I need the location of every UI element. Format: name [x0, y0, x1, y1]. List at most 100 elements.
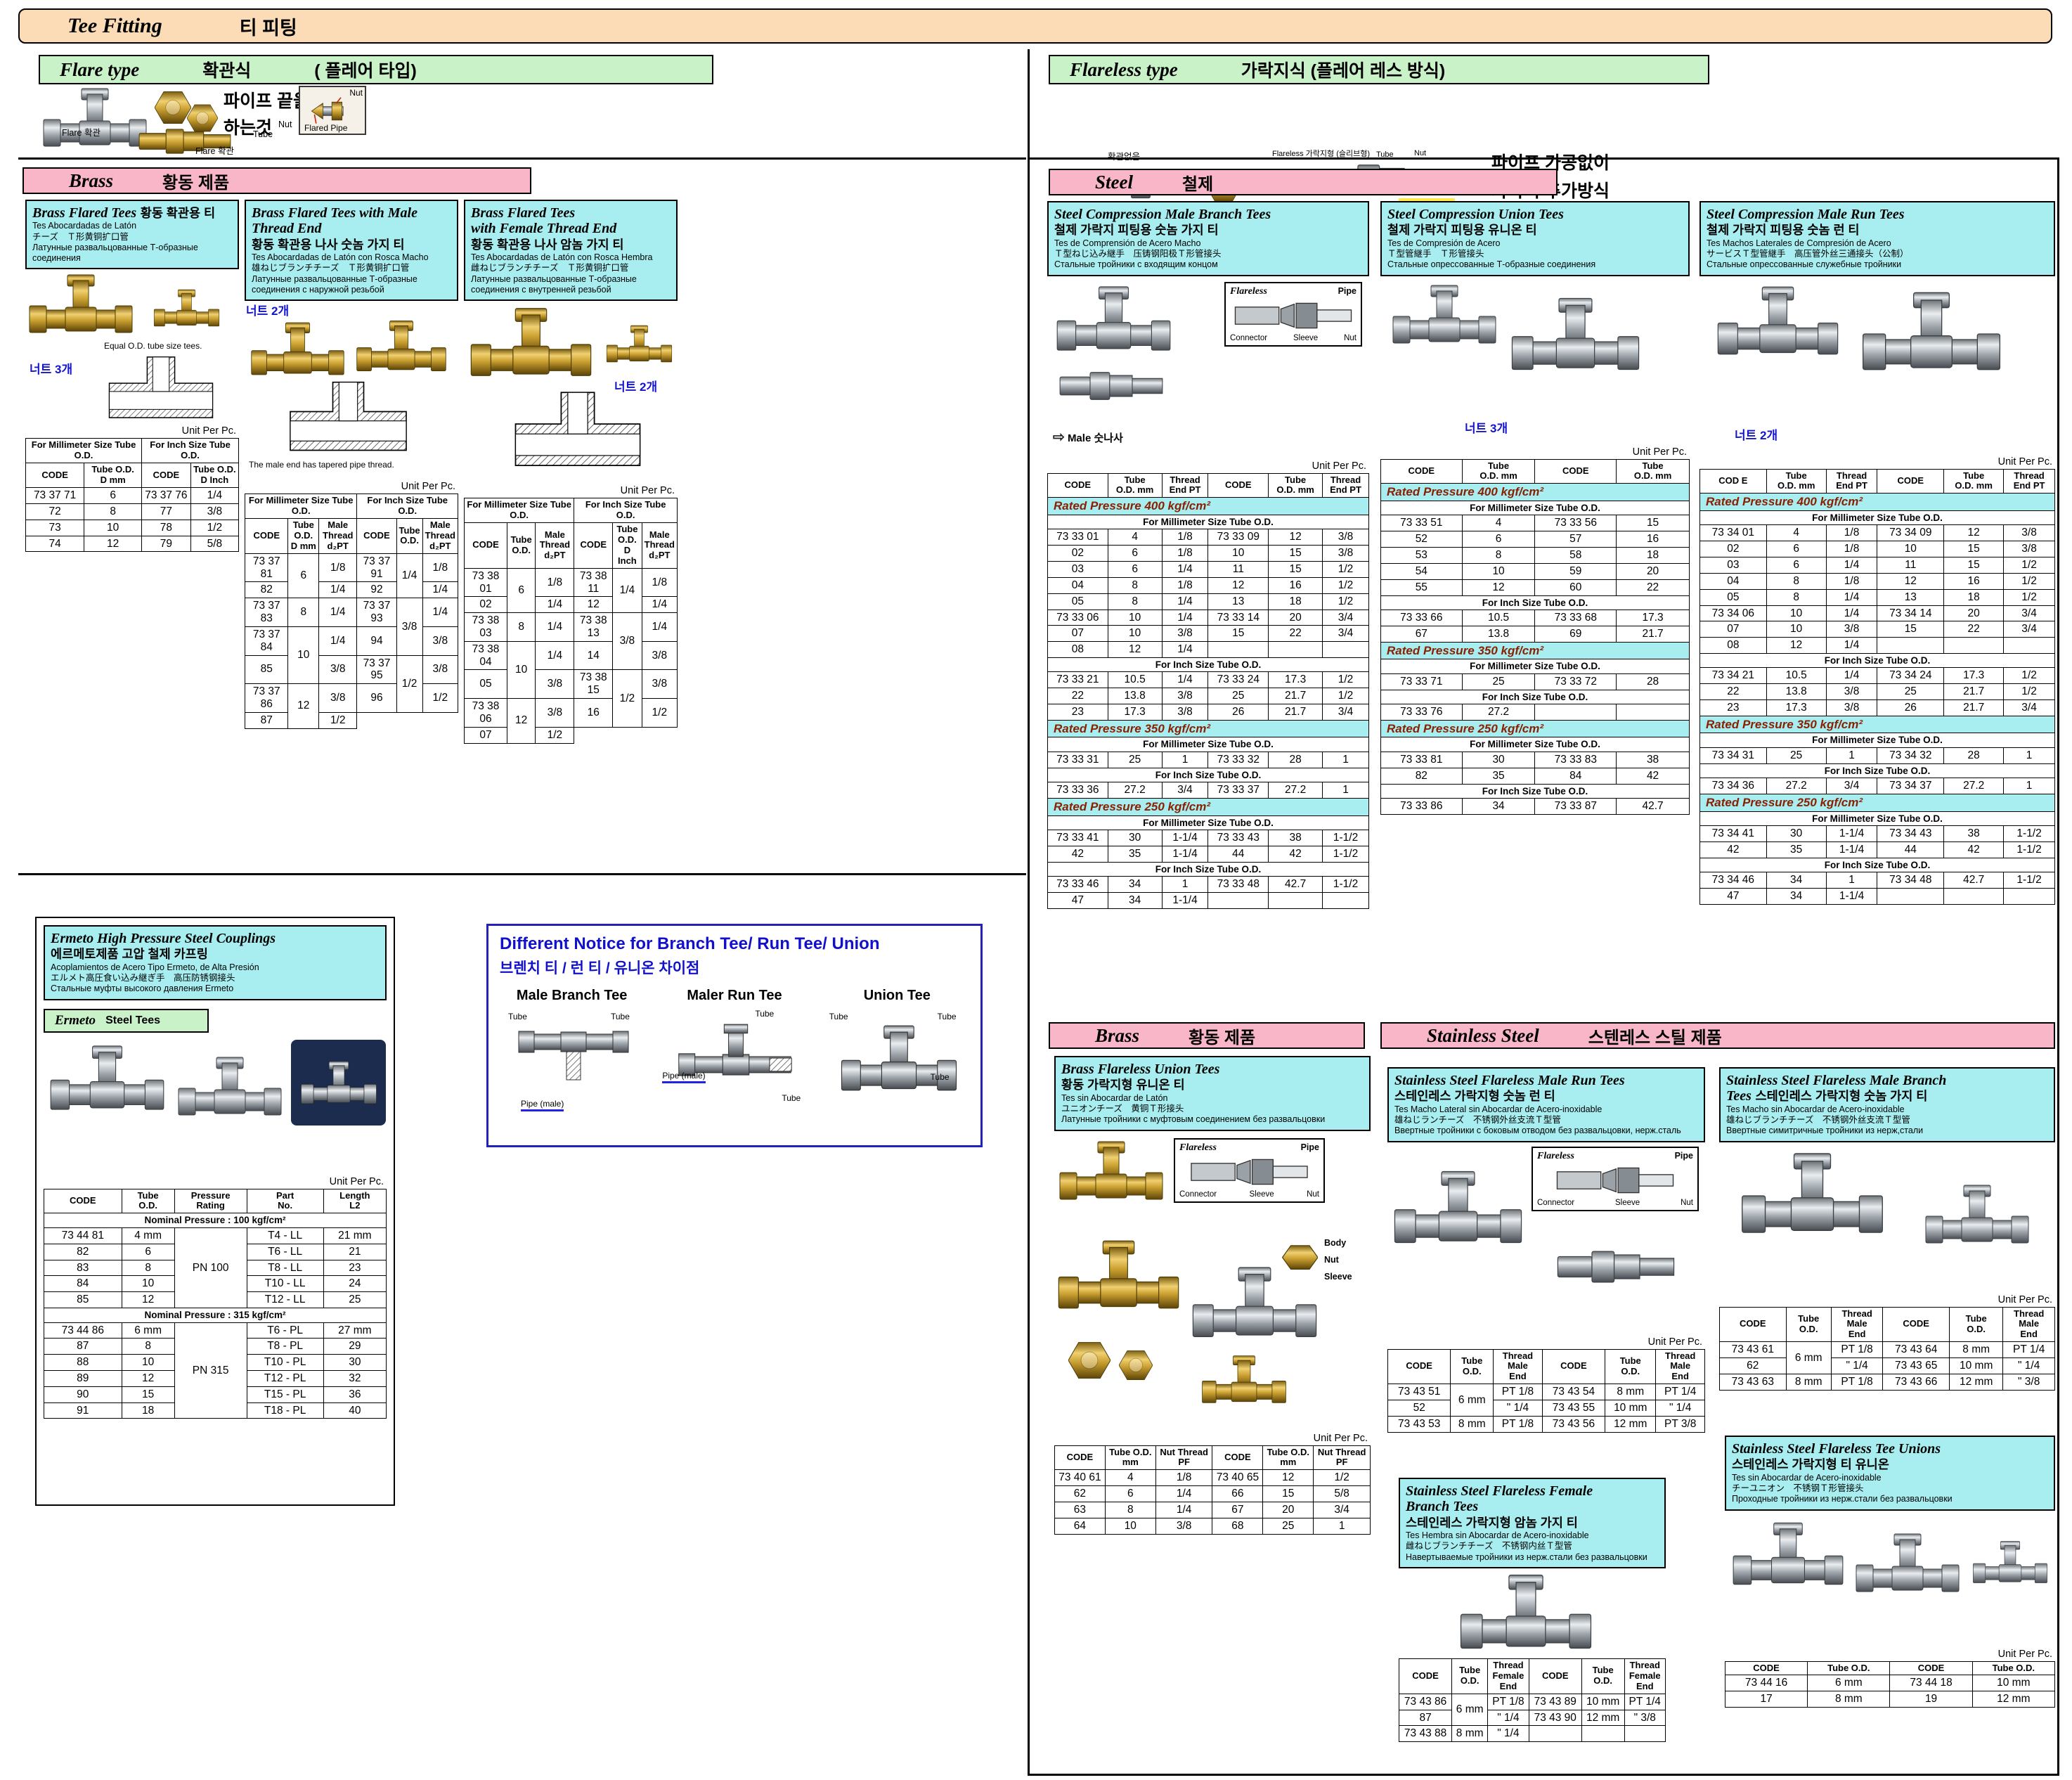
table-cell: For Millimeter Size Tube O.D.	[1699, 733, 2055, 748]
steel-tee-photo	[178, 1057, 282, 1116]
table-cell: 23	[1699, 699, 1767, 716]
flare-type-title-kr2: ( 플레어 타입)	[314, 61, 417, 81]
table-cell: Tube O.D.	[1948, 1306, 2004, 1343]
table-row: For Inch Size Tube O.D.	[1699, 763, 2055, 779]
product-title-kr: 황동 확관용 티	[140, 206, 216, 220]
table-cell: 1/8	[1825, 572, 1878, 590]
table-cell: Tube O.D. mm	[1262, 1445, 1314, 1471]
unit-per-pc: Unit Per Pc.	[1312, 460, 1366, 472]
table-cell: Rated Pressure 400 kgf/cm²	[1699, 493, 2055, 511]
table-cell: 73 34 36	[1699, 778, 1767, 795]
table-cell: 1/8	[422, 553, 459, 583]
table-cell: For Millimeter Size Tube O.D.	[1380, 737, 1690, 752]
table-cell: 24	[323, 1275, 387, 1293]
table-cell: 73 44 86	[44, 1322, 122, 1339]
table-cell: 96	[356, 683, 397, 713]
table-cell: T18 - PL	[246, 1402, 324, 1419]
table-cell: 18	[1943, 588, 2005, 606]
stainless-tee-photo	[1742, 1152, 1883, 1233]
brass-flared-tees-table: For Millimeter Size Tube O.D.For Inch Si…	[25, 438, 240, 553]
table-cell: 38	[1616, 751, 1690, 768]
brass-tee-photo	[356, 321, 446, 372]
table-row: For Millimeter Size Tube O.D.	[1699, 733, 2055, 748]
table-cell: 12	[1877, 572, 1945, 590]
table-cell: 20	[1616, 562, 1690, 580]
table-cell: 08	[1699, 637, 1767, 654]
product-sub-ru: Стальные тройники с входящим концом	[1054, 259, 1218, 270]
table-cell: 73 33 31	[1047, 751, 1108, 768]
table-cell: " 1/4	[1487, 1725, 1529, 1743]
table-cell: T12 - PL	[246, 1369, 324, 1387]
table-cell: 15	[1943, 541, 2005, 558]
table-cell: 20	[1262, 1502, 1314, 1518]
table-cell: 73 37 76	[141, 487, 191, 504]
table-row: Rated Pressure 250 kgf/cm²	[1380, 719, 1690, 738]
table-cell: 1/4	[318, 626, 358, 656]
table-cell: 8	[1461, 547, 1536, 564]
table-cell: For Inch Size Tube O.D.	[1380, 783, 1690, 799]
table-cell: 1/4	[1825, 588, 1878, 606]
flared-pipe-frame: Nut Flared Pipe	[299, 86, 366, 135]
product-sub-ru: Латунные развальцованные Т-образные соед…	[252, 273, 417, 295]
table-cell: Tube O.D.	[1605, 1348, 1657, 1385]
table-cell: CODE	[1541, 1348, 1606, 1385]
unit-per-pc: Unit Per Pc.	[181, 425, 236, 437]
table-cell: 1/8	[641, 567, 678, 598]
table-cell: 74	[25, 535, 85, 553]
table-cell: 3/8	[422, 626, 459, 656]
flare-photo-zone: 파이프 끝을 확장하는것 Flare 확관 Flare 확관 Tube Nut …	[42, 86, 1023, 156]
table-row: For Millimeter Size Tube O.D.	[1699, 510, 2055, 526]
table-cell: For Inch Size Tube O.D.	[1699, 652, 2055, 669]
brass-tee-photo	[1059, 1141, 1163, 1200]
flareless-type-title: Flareless type	[1070, 58, 1178, 80]
table-cell: 1/8	[535, 567, 575, 598]
table-cell: 1-1/2	[2003, 841, 2055, 858]
table-cell: 73 34 24	[1877, 667, 1945, 685]
table-cell: Tube O.D.	[506, 522, 536, 569]
tube-label: Tube	[1376, 150, 1394, 159]
table-cell: 02	[464, 596, 507, 614]
table-cell: 1/2	[422, 683, 459, 713]
brass-section-title-kr: 황동 제품	[162, 173, 230, 193]
table-cell: 3/8	[535, 698, 575, 728]
steel-tee-photo-dark	[291, 1039, 386, 1126]
table-cell	[574, 726, 678, 744]
table-cell: 12	[84, 535, 143, 553]
table-cell: 18	[1268, 593, 1323, 610]
table-cell: Nominal Pressure : 100 kgf/cm²	[44, 1213, 387, 1228]
body-label: Body	[1324, 1237, 1347, 1248]
table-cell: CODE	[1398, 1658, 1453, 1694]
table-cell: 12	[1943, 524, 2005, 542]
table-cell: 1	[2003, 778, 2055, 795]
flare-label-2: Flare 확관	[195, 146, 234, 156]
product-sub-es: Tes Machos Laterales de Compresión de Ac…	[1707, 238, 1891, 248]
ss-branch-tees-section: Stainless Steel Flareless Male Branch Te…	[1719, 1067, 2055, 1391]
table-cell: CODE	[1528, 1658, 1582, 1694]
table-cell: 5/8	[1313, 1485, 1371, 1503]
product-title-kr: 스테인레스 가락지형 티 유니온	[1732, 1457, 1889, 1472]
table-cell: 8 mm	[1450, 1415, 1494, 1433]
section-steel: Steel 철제	[1049, 169, 1558, 195]
table-row: For Inch Size Tube O.D.	[1699, 857, 2055, 873]
table-cell: 47	[1047, 892, 1108, 909]
table-cell: 73 34 48	[1877, 872, 1945, 889]
product-title: Brass Flareless Union Tees	[1061, 1062, 1220, 1077]
table-cell: 1-1/2	[2003, 872, 2055, 889]
table-cell: 6	[1766, 541, 1827, 558]
